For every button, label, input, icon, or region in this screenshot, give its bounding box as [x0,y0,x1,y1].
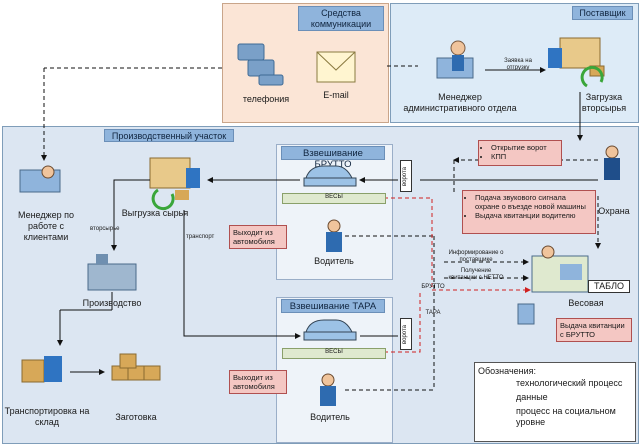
boxes-icon [111,353,161,381]
phone-icon [237,43,284,86]
guard-icon [604,145,620,180]
brutto-driver: Водитель [314,256,354,266]
signal-item: Подача звукового сигнала охране о въезде… [475,193,592,211]
client-manager-icon [19,165,61,193]
email-icon [316,51,356,83]
gate-item: Открытие ворот [491,143,558,152]
tara-header: Взвешивание ТАРА [281,299,385,313]
blank-label: Заготовка [115,412,157,422]
legend-item: процесс на социальном уровне [516,406,616,427]
netto-label: Получение квитанции с НЕТТО [448,268,504,281]
production-header: Производственный участок [104,129,234,142]
admin-manager-label: Менеджер административного отдела [403,92,517,113]
legend-title: Обозначения: [478,366,537,376]
receipt-box: Выдача квитанции с БРУТТО [556,318,632,342]
loading-truck-icon [548,37,605,88]
document-icon [517,303,535,325]
brutto-box [276,144,393,280]
tara-exit: Выходит из автомобиля [229,370,287,394]
driver-tara-icon [320,373,336,406]
client-manager-label: Менеджер по работе с клиентами [17,210,75,242]
room-label: Весовая [568,298,604,308]
brutto-data-label: БРУТТО [421,284,445,290]
admin-manager-icon [436,40,474,79]
signal-box: Подача звукового сигнала охране о въезде… [462,190,596,234]
tara-gate: ворота [400,318,412,350]
comm-header: Средства коммуникации [298,6,384,31]
production-label: Производство [82,298,142,308]
car-brutto-icon [303,165,357,187]
tara-data-label: ТАРА [425,310,441,316]
brutto-exit: Выходит из автомобиля [229,225,287,249]
legend-box [474,362,636,442]
loading-label: Загрузка вторсырья [581,92,627,113]
unload-truck-icon [149,157,200,211]
gate-item: КПП [491,152,558,161]
driver-brutto-icon [326,219,342,252]
transport-store-label: Транспортировка на склад [4,406,90,427]
email-label: E-mail [323,90,349,100]
production-icon [87,254,137,291]
info-label: Информирование о поставщике [448,250,504,263]
weighing-room-icon [531,245,589,293]
transport-label: транспорт [186,234,215,240]
request-label: Заявка на отгрузку [504,58,532,71]
legend-item: технологический процесс [516,378,623,388]
tara-scale: ВЕСЫ [282,348,386,359]
supplier-header: Поставщик [572,6,633,20]
brutto-scale: ВЕСЫ [282,193,386,204]
phone-label: телефония [242,94,290,104]
car-tara-icon [303,319,357,341]
brutto-header: Взвешивание БРУТТО [281,146,385,170]
board-label: ТАБЛО [588,280,630,293]
brutto-gate: ворота [400,160,412,192]
raw-label: вторсырье [90,226,120,232]
gate-box: Открытие воротКПП [478,140,562,166]
forklift-icon [21,356,62,383]
tara-driver: Водитель [310,412,350,422]
unload-label: Выгрузка сырья [121,208,189,218]
guard-label: Охрана [598,206,630,216]
signal-item: Выдача квитанции водителю [475,211,592,220]
legend-item: данные [516,392,548,402]
